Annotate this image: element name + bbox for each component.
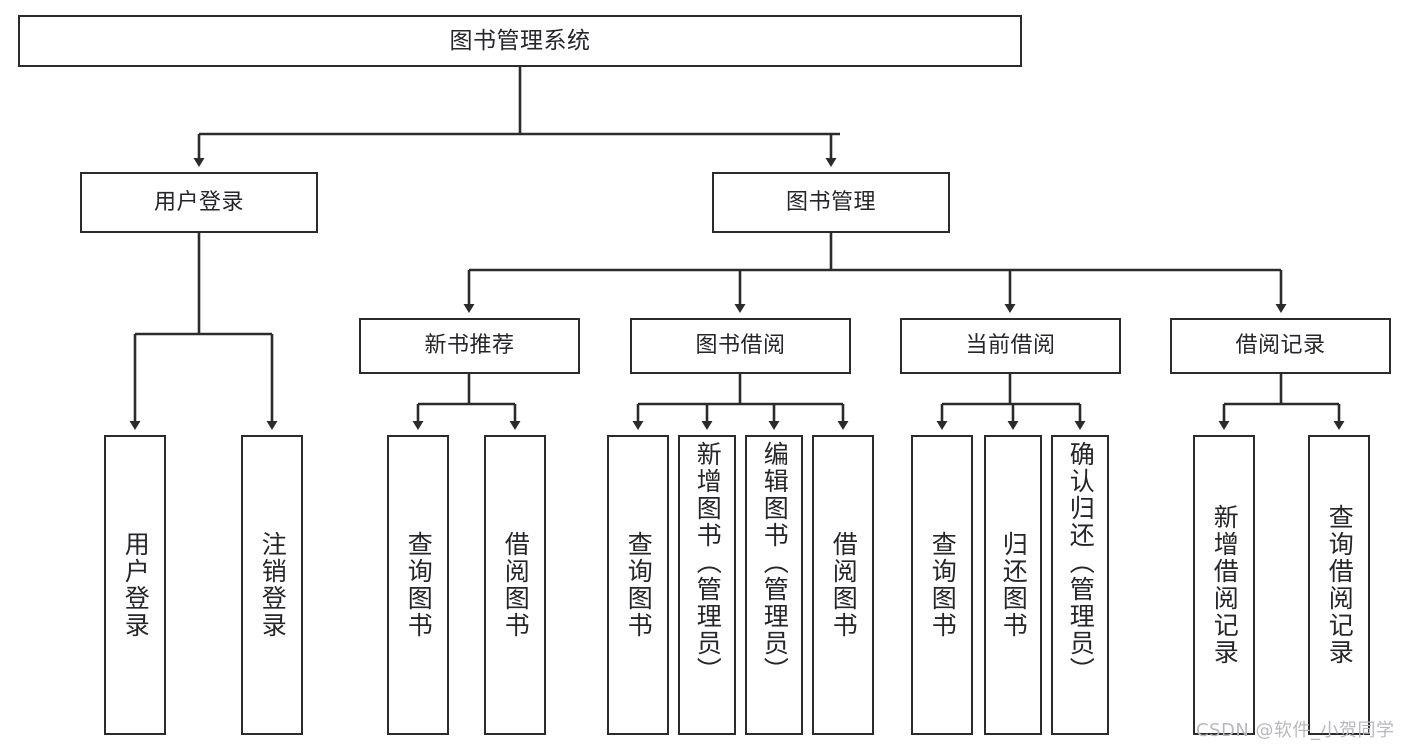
node-label: 新增借阅记录 <box>1210 504 1240 666</box>
csdn-watermark: CSDN @软件_小贺同学 <box>1196 720 1395 741</box>
node-label: 查询图书 <box>928 531 958 639</box>
node-leaf-query-book-2[interactable]: 查询图书 <box>607 435 669 735</box>
node-leaf-return-book[interactable]: 归还图书 <box>984 435 1042 735</box>
node-leaf-confirm-return-admin[interactable]: 确认归还（管理员） <box>1051 435 1109 735</box>
node-label: 注销登录 <box>258 531 288 639</box>
node-leaf-add-book-admin[interactable]: 新增图书（管理员） <box>678 435 736 735</box>
node-label: 当前借阅 <box>965 333 1056 358</box>
node-leaf-logout[interactable]: 注销登录 <box>241 435 303 735</box>
node-book-borrow[interactable]: 图书借阅 <box>630 318 851 374</box>
node-label: 借阅图书 <box>829 531 859 639</box>
node-label: 编辑图书（管理员） <box>760 441 790 684</box>
node-leaf-query-book-3[interactable]: 查询图书 <box>911 435 973 735</box>
node-label: 确认归还（管理员） <box>1066 441 1096 684</box>
node-leaf-query-borrow-record[interactable]: 查询借阅记录 <box>1308 435 1370 735</box>
node-leaf-edit-book-admin[interactable]: 编辑图书（管理员） <box>745 435 803 735</box>
node-label: 新书推荐 <box>424 333 515 358</box>
node-label: 用户登录 <box>153 189 244 215</box>
node-leaf-borrow-book-2[interactable]: 借阅图书 <box>812 435 874 735</box>
node-leaf-add-borrow-record[interactable]: 新增借阅记录 <box>1193 435 1255 735</box>
node-new-book-recommend[interactable]: 新书推荐 <box>359 318 580 374</box>
node-label: 借阅图书 <box>501 531 531 639</box>
node-book-management[interactable]: 图书管理 <box>712 172 950 233</box>
node-leaf-user-login[interactable]: 用户登录 <box>104 435 166 735</box>
node-label: 归还图书 <box>999 531 1029 639</box>
node-leaf-query-book-1[interactable]: 查询图书 <box>387 435 449 735</box>
node-label: 新增图书（管理员） <box>693 441 723 684</box>
node-label: 用户登录 <box>121 531 151 639</box>
node-label: 图书管理系统 <box>449 27 591 54</box>
node-user-login[interactable]: 用户登录 <box>80 172 318 233</box>
node-borrow-record[interactable]: 借阅记录 <box>1170 318 1391 374</box>
node-label: 查询借阅记录 <box>1325 504 1355 666</box>
node-current-borrow[interactable]: 当前借阅 <box>900 318 1121 374</box>
node-label: 图书管理 <box>785 189 876 215</box>
node-label: 查询图书 <box>624 531 654 639</box>
node-label: 图书借阅 <box>695 333 786 358</box>
node-root-system[interactable]: 图书管理系统 <box>18 15 1022 67</box>
node-leaf-borrow-book-1[interactable]: 借阅图书 <box>484 435 546 735</box>
node-label: 查询图书 <box>404 531 434 639</box>
node-label: 借阅记录 <box>1235 333 1326 358</box>
